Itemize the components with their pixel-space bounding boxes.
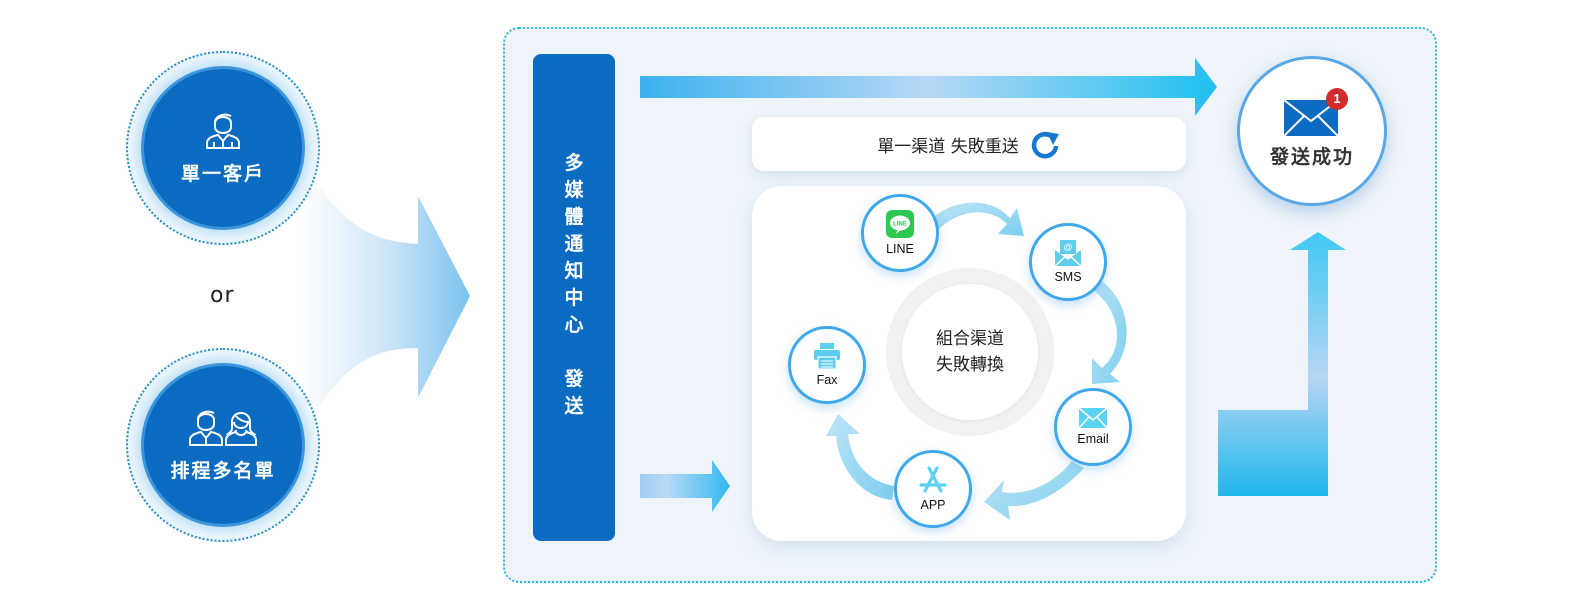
app-store-icon <box>919 466 947 493</box>
send-success-node: 1 發送成功 <box>1237 56 1387 206</box>
single-customer-node: 單一客戶 <box>126 51 320 245</box>
channel-fax[interactable]: Fax <box>788 326 866 404</box>
email-icon <box>1079 408 1107 428</box>
line-icon: LINE <box>886 210 914 238</box>
arrow-app-to-fax <box>826 414 894 500</box>
channel-app[interactable]: APP <box>894 450 972 528</box>
channel-fax-label: Fax <box>816 373 838 387</box>
channel-email[interactable]: Email <box>1054 388 1132 466</box>
fallback-success-arrow <box>1218 232 1346 496</box>
person-icon <box>206 113 240 149</box>
fallback-entry-arrow <box>640 460 730 512</box>
batch-list-node: 排程多名單 <box>126 348 320 542</box>
notification-center-label: 多 媒 體 通 知 中 心 發 送 <box>564 152 584 417</box>
fax-icon <box>814 343 840 369</box>
single-channel-retry-box: 單一渠道 失敗重送 <box>752 117 1186 171</box>
channel-sms-label: SMS <box>1054 270 1082 284</box>
combo-failover-center: 組合渠道 失敗轉換 <box>902 284 1038 420</box>
notification-badge: 1 <box>1326 87 1348 110</box>
cycle-arrows <box>826 202 1127 520</box>
batch-list-label: 排程多名單 <box>170 459 276 482</box>
channel-sms[interactable]: @ SMS <box>1029 223 1107 301</box>
batch-list-circle[interactable]: 排程多名單 <box>144 366 302 524</box>
channel-failover-card: 組合渠道 失敗轉換 LINE LINE @ SMS Email <box>752 186 1186 541</box>
sms-mail-icon: @ <box>1054 240 1082 266</box>
merge-arrow <box>300 188 470 406</box>
channel-line-label: LINE <box>886 242 914 256</box>
envelope-with-badge: 1 <box>1284 87 1348 136</box>
notification-center-bar: 多 媒 體 通 知 中 心 發 送 <box>533 54 615 541</box>
channel-line[interactable]: LINE LINE <box>861 194 939 272</box>
combo-failover-hub: 組合渠道 失敗轉換 <box>886 268 1054 436</box>
direct-send-arrow <box>640 58 1217 116</box>
svg-text:@: @ <box>1063 242 1072 252</box>
svg-text:LINE: LINE <box>893 222 907 228</box>
people-icon <box>189 410 257 446</box>
channel-app-label: APP <box>920 498 946 512</box>
single-customer-circle[interactable]: 單一客戶 <box>144 69 302 227</box>
arrow-email-to-app <box>984 461 1084 520</box>
single-customer-label: 單一客戶 <box>180 162 265 185</box>
retry-label: 單一渠道 失敗重送 <box>877 136 1019 157</box>
or-separator: or <box>210 283 235 308</box>
channel-email-label: Email <box>1077 432 1109 446</box>
arrow-line-to-sms <box>928 202 1024 236</box>
send-success-label: 發送成功 <box>1269 145 1354 168</box>
arrow-sms-to-email <box>1087 278 1127 384</box>
refresh-icon <box>1031 132 1059 159</box>
